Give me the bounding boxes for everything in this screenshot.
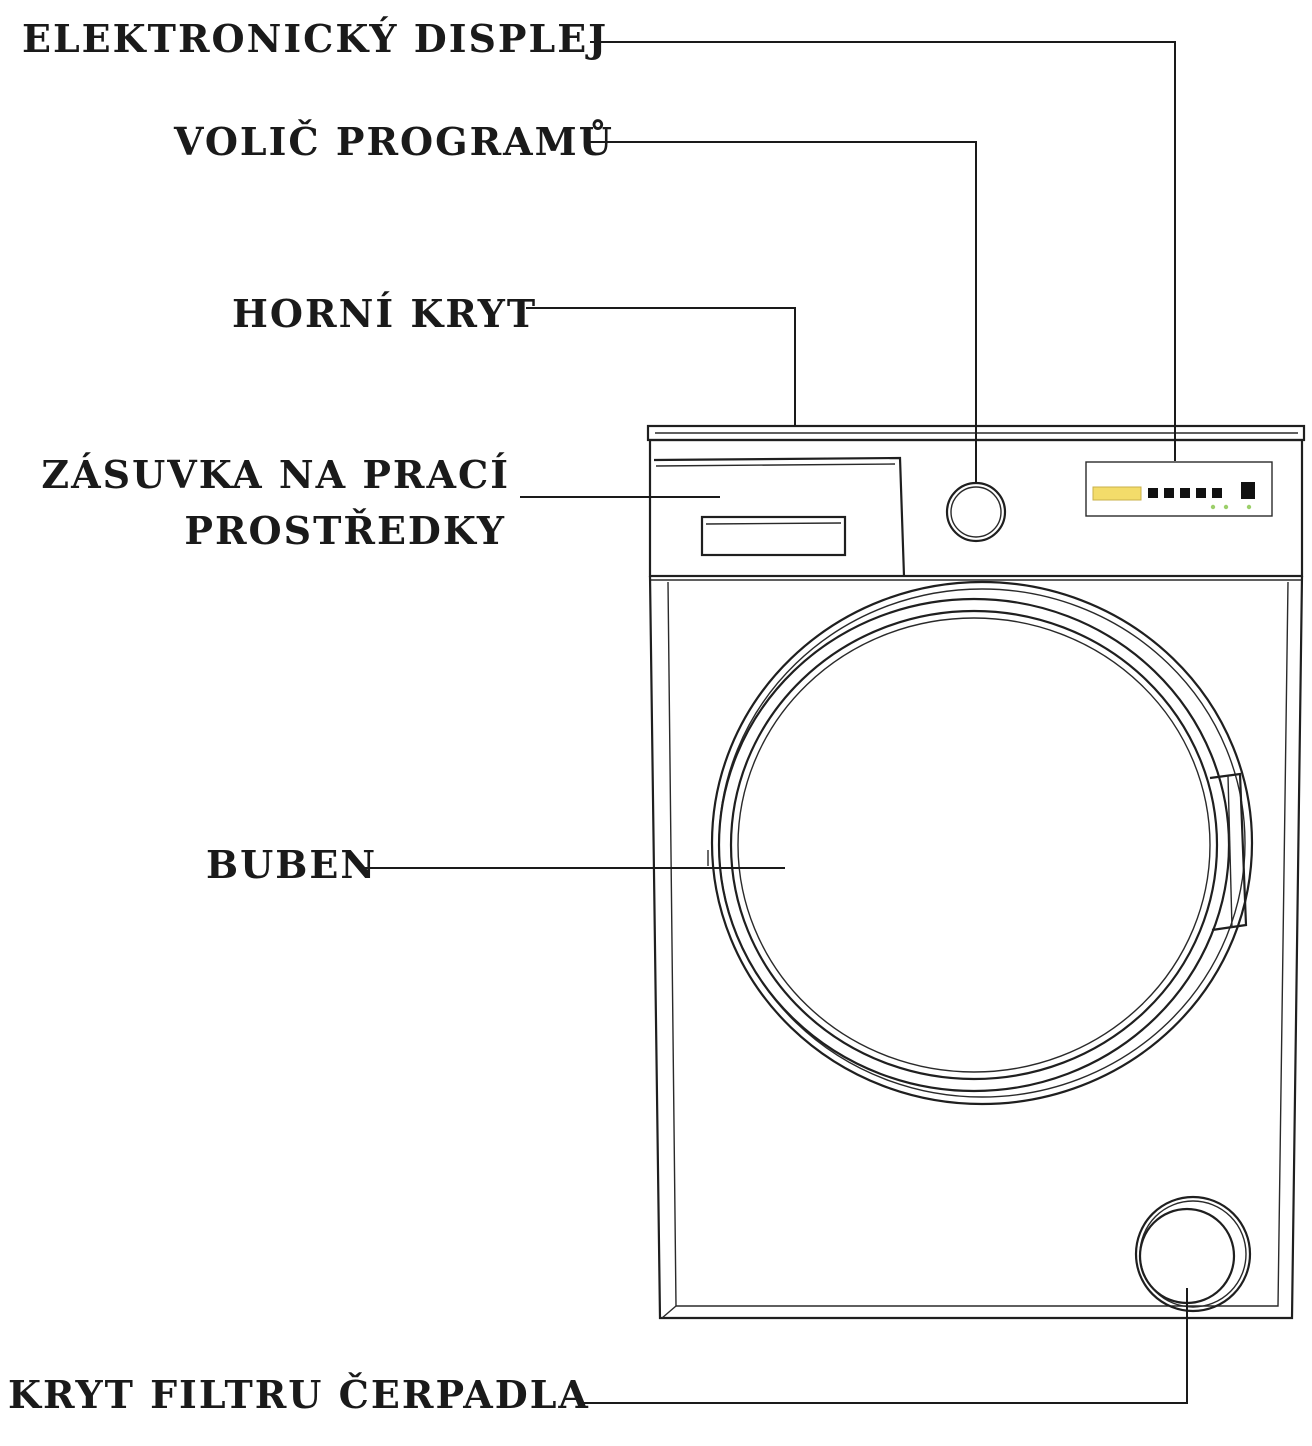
leader-line-pump-filter: [582, 1288, 1188, 1404]
leader-lines: [360, 41, 1188, 1404]
cabinet: [648, 575, 1304, 1320]
label-top-cover: HORNÍ KRYT: [232, 291, 537, 336]
label-detergent-drawer-line1: ZÁSUVKA NA PRACÍ: [41, 452, 510, 497]
indicator-led: [1210, 504, 1216, 510]
display-button: [1180, 488, 1190, 498]
label-detergent-drawer-line2: PROSTŘEDKY: [184, 508, 506, 553]
display-window: [1092, 486, 1142, 501]
program-selector-knob: [945, 481, 1007, 543]
label-pump-filter-cover: KRYT FILTRU ČERPADLA: [8, 1372, 590, 1417]
label-drum: BUBEN: [206, 842, 377, 887]
display-button: [1148, 488, 1158, 498]
leader-line-display: [590, 41, 1176, 461]
pump-filter-cover: [1134, 1195, 1252, 1313]
display-button: [1164, 488, 1174, 498]
detergent-drawer: [653, 456, 906, 577]
label-program-selector: VOLIČ PROGRAMŮ: [173, 119, 614, 164]
label-electronic-display: ELEKTRONICKÝ DISPLEJ: [22, 16, 608, 61]
display-button: [1196, 488, 1206, 498]
indicator-led: [1246, 504, 1252, 510]
labels: ELEKTRONICKÝ DISPLEJ VOLIČ PROGRAMŮ HORN…: [8, 16, 614, 1417]
leader-line-top-cover: [526, 307, 796, 426]
door-handle: [1209, 772, 1248, 932]
washing-machine: [646, 424, 1306, 1320]
power-button: [1241, 482, 1255, 499]
drum-door: [707, 580, 1254, 1106]
leader-line-program-selector: [587, 141, 977, 483]
indicator-led: [1223, 504, 1229, 510]
electronic-display: [1085, 461, 1273, 517]
drawer-handle: [700, 515, 847, 557]
display-button: [1212, 488, 1222, 498]
